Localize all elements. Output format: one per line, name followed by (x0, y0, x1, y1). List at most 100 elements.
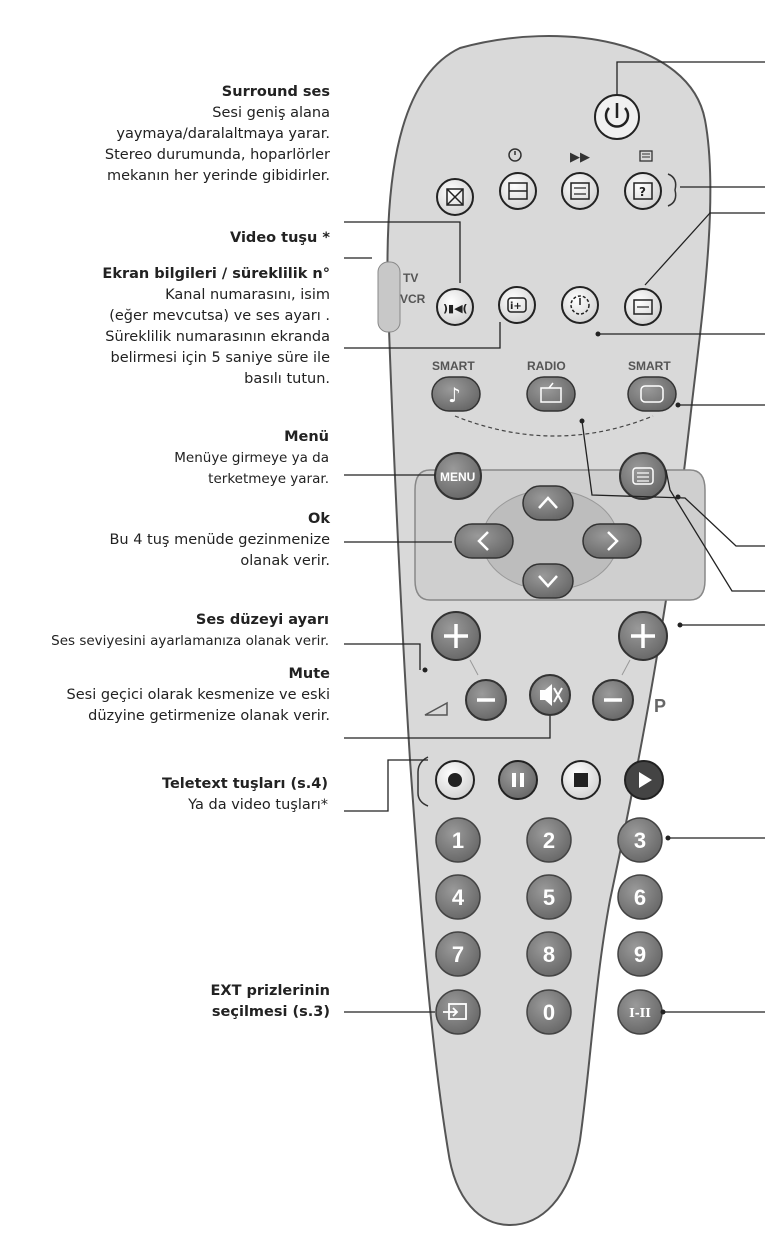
menu-title: Menü (284, 429, 329, 445)
svg-text:6: 6 (634, 885, 646, 910)
remote-body (386, 35, 712, 1227)
callout-lines-left (344, 221, 551, 1013)
sleep-icon (570, 295, 590, 315)
digit-button[interactable]: 2 (526, 817, 572, 863)
digit-button[interactable]: 5 (526, 874, 572, 920)
svg-text:2: 2 (543, 828, 555, 853)
mute-desc-line: Sesi geçici olarak kesmenize ve eski (66, 687, 330, 703)
input-source-icon (443, 1003, 467, 1020)
surround-desc-line: Stereo durumunda, hoparlörler (104, 147, 330, 163)
digit-button[interactable]: 4 (435, 874, 481, 920)
mute-button[interactable] (529, 674, 571, 716)
teletext-title: Teletext tuşları (s.4) (162, 776, 328, 792)
volume-up-button[interactable] (431, 611, 481, 661)
plus-icon (631, 624, 655, 648)
cancel-button[interactable] (436, 178, 474, 216)
ext-source-button[interactable] (435, 989, 481, 1035)
svg-text:i+: i+ (510, 301, 522, 312)
stop-button[interactable] (561, 760, 601, 800)
surround-label: Surround ses Sesi geniş alana yaymaya/da… (105, 82, 330, 187)
svg-text:?: ? (639, 185, 646, 199)
digit-button[interactable]: 3 (617, 817, 663, 863)
chevron-left-icon (477, 531, 489, 551)
pause-button[interactable] (498, 760, 538, 800)
digit-button[interactable]: 6 (617, 874, 663, 920)
arrow-right-button[interactable] (582, 523, 642, 559)
volume-label: Ses düzeyi ayarı Ses seviyesini ayarlama… (51, 610, 329, 652)
volume-triangle-icon (424, 701, 448, 716)
chevron-up-icon (538, 496, 558, 509)
arrow-left-button[interactable] (454, 523, 514, 559)
program-up-button[interactable] (618, 611, 668, 661)
arrow-up-button[interactable] (522, 485, 574, 521)
menu-button-label: MENU (440, 470, 475, 484)
surround-button[interactable]: )▮◀( (436, 288, 474, 326)
video-title: Video tuşu * (230, 230, 330, 246)
menu-button[interactable]: MENU (434, 452, 482, 500)
svg-text:7: 7 (452, 942, 464, 967)
tv-vcr-switch[interactable]: TV VCR (377, 261, 426, 333)
ok-desc-line: olanak verir. (240, 553, 330, 569)
digit-button[interactable]: 7 (435, 931, 481, 977)
digit-button[interactable]: 9 (617, 931, 663, 977)
screen-info-desc-line: basılı tutun. (244, 371, 330, 387)
ok-title: Ok (308, 511, 330, 527)
smart-sound-button[interactable]: ♪ (431, 376, 481, 412)
timer-icon (508, 148, 522, 162)
menu-desc-line: Menüye girmeye ya da (174, 450, 329, 466)
info-button[interactable]: i+ (498, 286, 536, 324)
teletext-icon (632, 467, 654, 485)
fast-forward-icon: ▶▶ (570, 150, 590, 165)
arrow-down-button[interactable] (522, 563, 574, 599)
ext-title-line: seçilmesi (s.3) (211, 1004, 330, 1020)
switch-vcr-label: VCR (400, 292, 426, 306)
mix-icon (570, 182, 590, 200)
smart-picture-button[interactable] (627, 376, 677, 412)
video-label: Video tuşu * (230, 228, 330, 249)
svg-text:1: 1 (452, 828, 464, 853)
record-icon (448, 773, 462, 787)
digit-button[interactable]: 1 (435, 817, 481, 863)
volume-title: Ses düzeyi ayarı (195, 612, 329, 628)
question-icon (633, 182, 653, 200)
mix-button[interactable] (561, 172, 599, 210)
chevron-right-icon (607, 531, 619, 551)
power-button[interactable] (594, 94, 640, 140)
play-button[interactable] (624, 760, 664, 800)
svg-text:0: 0 (543, 1000, 555, 1025)
screen-info-desc-line: belirmesi için 5 saniye süre ile (110, 350, 330, 366)
svg-text:9: 9 (634, 942, 646, 967)
svg-text:5: 5 (543, 885, 555, 910)
mute-title: Mute (288, 666, 330, 682)
digit-button[interactable]: 0 (526, 989, 572, 1035)
ok-label: Ok Bu 4 tuş menüde gezinmenize olanak ve… (109, 509, 330, 572)
surround-icon: )▮◀( (443, 302, 468, 315)
surround-desc-line: mekanın her yerinde gibidirler. (106, 168, 330, 184)
dual-sound-button[interactable]: I-II (617, 989, 663, 1035)
smart-sound-caption: SMART (432, 359, 475, 373)
screen-info-desc-line: Süreklilik numarasının ekranda (105, 329, 330, 345)
format-button[interactable] (624, 288, 662, 326)
help-button[interactable]: ? (624, 172, 662, 210)
svg-text:I-II: I-II (629, 1006, 651, 1020)
teletext-label: Teletext tuşları (s.4) Ya da video tuşla… (162, 774, 328, 816)
digit-button[interactable]: 8 (526, 931, 572, 977)
radio-caption: RADIO (527, 359, 566, 373)
sleep-timer-button[interactable] (561, 286, 599, 324)
chevron-down-icon (538, 575, 558, 588)
reveal-button[interactable] (499, 172, 537, 210)
ok-desc-line: Bu 4 tuş menüde gezinmenize (109, 532, 330, 548)
plus-icon (444, 624, 468, 648)
mute-label: Mute Sesi geçici olarak kesmenize ve esk… (67, 664, 330, 727)
music-note-icon: ♪ (448, 383, 461, 407)
ext-title-line: EXT prizlerinin (210, 983, 330, 999)
volume-down-button[interactable] (465, 679, 507, 721)
screen-info-desc-line: Kanal numarasını, isim (165, 287, 330, 303)
teletext-button[interactable] (619, 452, 667, 500)
program-down-button[interactable] (592, 679, 634, 721)
record-button[interactable] (435, 760, 475, 800)
svg-text:4: 4 (452, 885, 465, 910)
volume-desc-line: Ses seviyesini ayarlamanıza olanak verir… (51, 633, 329, 649)
radio-button[interactable] (526, 376, 576, 412)
